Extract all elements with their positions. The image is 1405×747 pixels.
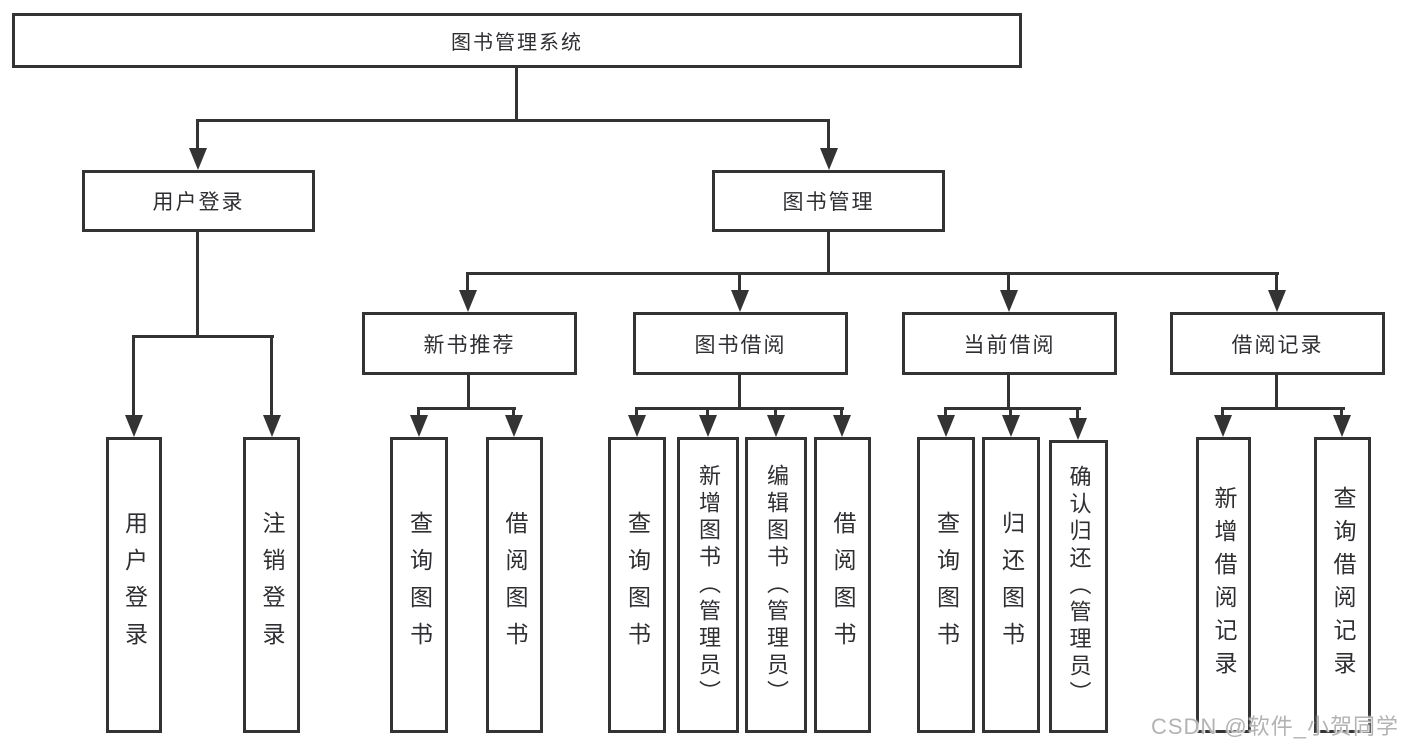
node-book-borrowing-label: 图书借阅 bbox=[694, 333, 787, 357]
connector-new-book-stem bbox=[467, 375, 470, 410]
node-borrowing-records-label: 借阅记录 bbox=[1231, 333, 1324, 357]
connector-book-management-bus bbox=[466, 272, 1279, 275]
connector-current-borrowing-stem bbox=[1007, 375, 1010, 410]
connector-borrowing-records-stem bbox=[1275, 375, 1278, 410]
node-leaf-br-add-record-label: 新增借阅记录 bbox=[1211, 486, 1237, 684]
arrowhead-down-borrowing-records bbox=[1268, 290, 1286, 312]
arrowhead-down-nb-borrow bbox=[505, 415, 523, 437]
arrowhead-down-book-borrowing bbox=[731, 290, 749, 312]
arrowhead-down-bb-borrow bbox=[833, 415, 851, 437]
node-current-borrowing: 当前借阅 bbox=[902, 312, 1117, 375]
node-leaf-logout: 注销登录 bbox=[243, 437, 300, 733]
node-leaf-bb-query-books-label: 查询图书 bbox=[624, 511, 651, 659]
node-leaf-bb-borrow-books-label: 借阅图书 bbox=[830, 511, 856, 659]
connector-drop-bb-add bbox=[706, 407, 709, 417]
connector-book-borrowing-stem bbox=[738, 375, 741, 410]
arrowhead-down-cb-confirm bbox=[1069, 418, 1087, 440]
node-book-management-label: 图书管理 bbox=[782, 191, 875, 214]
node-new-book-recommendation-label: 新书推荐 bbox=[423, 333, 516, 357]
connector-drop-cb-confirm bbox=[1076, 407, 1079, 420]
arrowhead-down-br-query bbox=[1333, 415, 1351, 437]
arrowhead-down-br-add bbox=[1214, 415, 1232, 437]
connector-drop-book-borrowing bbox=[738, 272, 741, 292]
connector-drop-logout bbox=[270, 335, 273, 417]
node-leaf-logout-label: 注销登录 bbox=[259, 511, 285, 659]
node-root: 图书管理系统 bbox=[12, 13, 1022, 68]
connector-drop-nb-borrow bbox=[512, 407, 515, 417]
arrowhead-down-new-book bbox=[459, 290, 477, 312]
node-leaf-bb-add-books-admin-label: 新增图书（管理员） bbox=[696, 463, 721, 707]
arrowhead-down-bb-add bbox=[699, 415, 717, 437]
arrowhead-down-current-borrowing bbox=[1000, 290, 1018, 312]
connector-drop-cb-query bbox=[944, 407, 947, 417]
node-user-login-label: 用户登录 bbox=[152, 191, 245, 214]
node-leaf-cb-confirm-return-admin-label: 确认归还（管理员） bbox=[1066, 465, 1092, 708]
arrowhead-down-login bbox=[125, 415, 143, 437]
node-leaf-bb-query-books: 查询图书 bbox=[608, 437, 666, 733]
node-leaf-bb-edit-books-admin-label: 编辑图书（管理员） bbox=[764, 463, 789, 707]
node-leaf-cb-return-books: 归还图书 bbox=[982, 437, 1040, 733]
node-leaf-br-query-record: 查询借阅记录 bbox=[1314, 437, 1371, 733]
connector-user-login-stem bbox=[196, 232, 199, 338]
node-root-label: 图书管理系统 bbox=[451, 32, 583, 54]
arrowhead-down-book-management bbox=[820, 148, 838, 170]
arrowhead-down-cb-return bbox=[1002, 415, 1020, 437]
node-leaf-cb-confirm-return-admin: 确认归还（管理员） bbox=[1049, 440, 1108, 733]
node-book-borrowing: 图书借阅 bbox=[633, 312, 848, 375]
connector-drop-borrowing-records bbox=[1275, 272, 1278, 292]
connector-drop-new-book bbox=[466, 272, 469, 292]
arrowhead-down-bb-query bbox=[628, 415, 646, 437]
node-leaf-cb-return-books-label: 归还图书 bbox=[998, 511, 1025, 659]
node-book-management: 图书管理 bbox=[712, 170, 945, 232]
arrowhead-down-cb-query bbox=[937, 415, 955, 437]
node-leaf-br-add-record: 新增借阅记录 bbox=[1196, 437, 1251, 733]
node-leaf-user-login: 用户登录 bbox=[106, 437, 162, 733]
node-borrowing-records: 借阅记录 bbox=[1170, 312, 1385, 375]
node-leaf-nb-query-books-label: 查询图书 bbox=[406, 511, 433, 659]
node-leaf-nb-query-books: 查询图书 bbox=[390, 437, 448, 733]
connector-new-book-bus bbox=[417, 407, 516, 410]
connector-drop-br-add bbox=[1221, 407, 1224, 417]
connector-drop-br-query bbox=[1340, 407, 1343, 417]
connector-user-login-bus bbox=[132, 335, 274, 338]
node-leaf-bb-edit-books-admin: 编辑图书（管理员） bbox=[745, 437, 807, 733]
arrowhead-down-bb-edit bbox=[767, 415, 785, 437]
connector-drop-login bbox=[132, 335, 135, 417]
connector-book-borrowing-bus bbox=[635, 407, 844, 410]
connector-drop-bb-edit bbox=[774, 407, 777, 417]
connector-root-stem bbox=[515, 68, 518, 122]
connector-drop-user-login bbox=[196, 119, 199, 150]
node-leaf-nb-borrow-books-label: 借阅图书 bbox=[502, 511, 528, 659]
node-leaf-user-login-label: 用户登录 bbox=[121, 511, 148, 659]
node-current-borrowing-label: 当前借阅 bbox=[963, 333, 1056, 357]
node-leaf-cb-query-books-label: 查询图书 bbox=[933, 511, 960, 659]
connector-drop-bb-query bbox=[635, 407, 638, 417]
node-leaf-br-query-record-label: 查询借阅记录 bbox=[1330, 486, 1356, 684]
connector-book-management-stem bbox=[827, 232, 830, 275]
connector-borrowing-records-bus bbox=[1221, 407, 1345, 410]
node-new-book-recommendation: 新书推荐 bbox=[362, 312, 577, 375]
node-user-login: 用户登录 bbox=[82, 170, 315, 232]
csdn-watermark: CSDN @软件_小贺同学 bbox=[1150, 714, 1399, 739]
node-leaf-nb-borrow-books: 借阅图书 bbox=[486, 437, 543, 733]
connector-drop-nb-query bbox=[417, 407, 420, 417]
arrowhead-down-nb-query bbox=[410, 415, 428, 437]
arrowhead-down-user-login bbox=[189, 148, 207, 170]
connector-root-bus bbox=[196, 119, 830, 122]
connector-drop-cb-return bbox=[1009, 407, 1012, 417]
connector-drop-bb-borrow bbox=[840, 407, 843, 417]
node-leaf-cb-query-books: 查询图书 bbox=[917, 437, 975, 733]
connector-current-borrowing-bus bbox=[944, 407, 1081, 410]
node-leaf-bb-add-books-admin: 新增图书（管理员） bbox=[677, 437, 739, 733]
node-leaf-bb-borrow-books: 借阅图书 bbox=[814, 437, 871, 733]
connector-drop-book-management bbox=[827, 119, 830, 150]
arrowhead-down-logout bbox=[263, 415, 281, 437]
connector-drop-current-borrowing bbox=[1007, 272, 1010, 292]
